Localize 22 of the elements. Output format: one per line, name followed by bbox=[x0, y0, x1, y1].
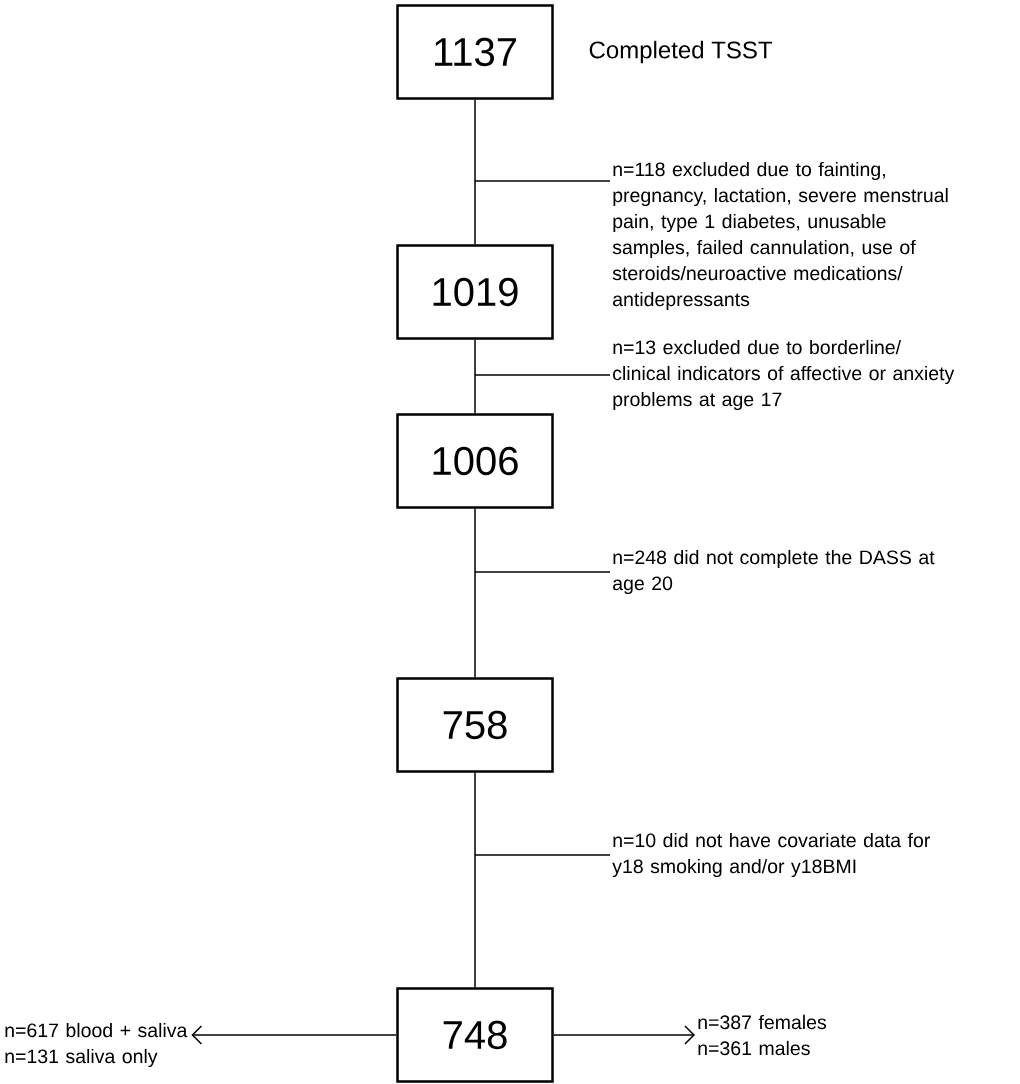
count-box: 758 bbox=[396, 677, 554, 773]
node-label: Completed TSST bbox=[589, 40, 772, 64]
arrow bbox=[553, 1025, 695, 1045]
note-text: n=387 females n=361 males bbox=[698, 1014, 827, 1056]
connector-line bbox=[474, 772, 476, 988]
arrow bbox=[191, 1025, 397, 1045]
note-text: n=248 did not complete the DASS at age 20 bbox=[613, 549, 935, 595]
count-box: 1006 bbox=[396, 413, 554, 509]
note-text: n=617 blood + saliva n=131 saliva only bbox=[5, 1022, 188, 1068]
connector-line bbox=[474, 99, 476, 245]
note-text: n=10 did not have covariate data for y18 smoking and/or y18BMI bbox=[612, 832, 930, 878]
note-text: n=118 excluded due to fainting, pregnancy, lactation, severe menstrual pain, type 1 diabetes, unusable samples, failed cannulation, use of steroids/neuroactive medications/ antidepressants bbox=[612, 161, 948, 311]
count-box: 748 bbox=[396, 987, 554, 1083]
leader-line bbox=[474, 854, 611, 856]
note-text: n=13 excluded due to borderline/ clinical indicators of affective or anxiety problems at age 17 bbox=[613, 339, 955, 411]
connector-line bbox=[474, 508, 476, 678]
leader-line bbox=[474, 571, 611, 573]
leader-line bbox=[474, 180, 611, 182]
connector-line bbox=[474, 339, 476, 414]
count-box: 1137 bbox=[396, 4, 554, 100]
count-box: 1019 bbox=[396, 244, 554, 340]
leader-line bbox=[474, 374, 611, 376]
